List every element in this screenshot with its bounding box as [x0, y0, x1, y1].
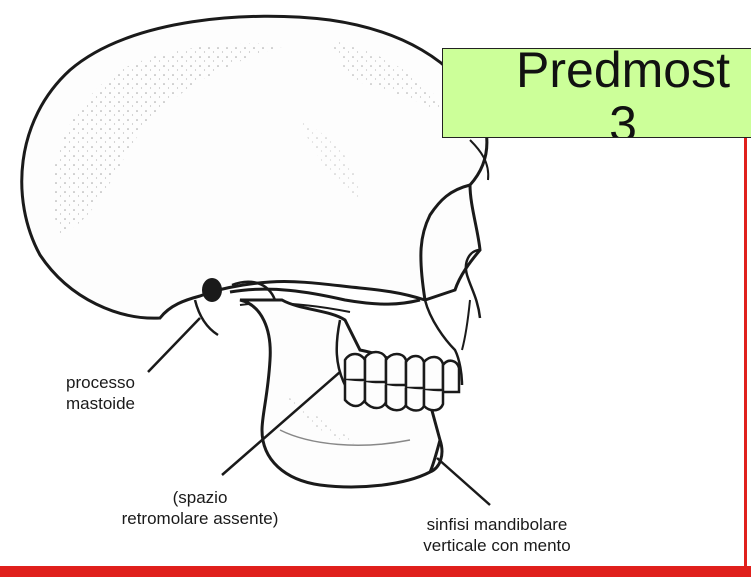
label-mastoid: processo mastoide — [66, 372, 135, 414]
red-frame-right — [744, 86, 747, 566]
callout-text: Predmost 3 — [443, 48, 751, 138]
symphysis-leader — [437, 458, 490, 505]
callout-line2: 3 — [443, 97, 751, 138]
label-symphysis-line1: sinfisi mandibolare — [382, 514, 612, 535]
mastoid-leader — [148, 318, 200, 372]
label-retromolar: (spazio retromolare assente) — [70, 487, 330, 529]
label-symphysis-line2: verticale con mento — [382, 535, 612, 556]
red-frame-bottom — [0, 566, 751, 577]
ear-canal — [202, 278, 222, 302]
label-symphysis: sinfisi mandibolare verticale con mento — [382, 514, 612, 556]
label-retromolar-line1: (spazio — [70, 487, 330, 508]
label-retromolar-line2: retromolare assente) — [70, 508, 330, 529]
label-mastoid-line2: mastoide — [66, 393, 135, 414]
predmost-callout: Predmost 3 — [442, 48, 751, 138]
callout-line1: Predmost — [443, 48, 751, 97]
teeth — [345, 352, 459, 411]
label-mastoid-line1: processo — [66, 372, 135, 393]
